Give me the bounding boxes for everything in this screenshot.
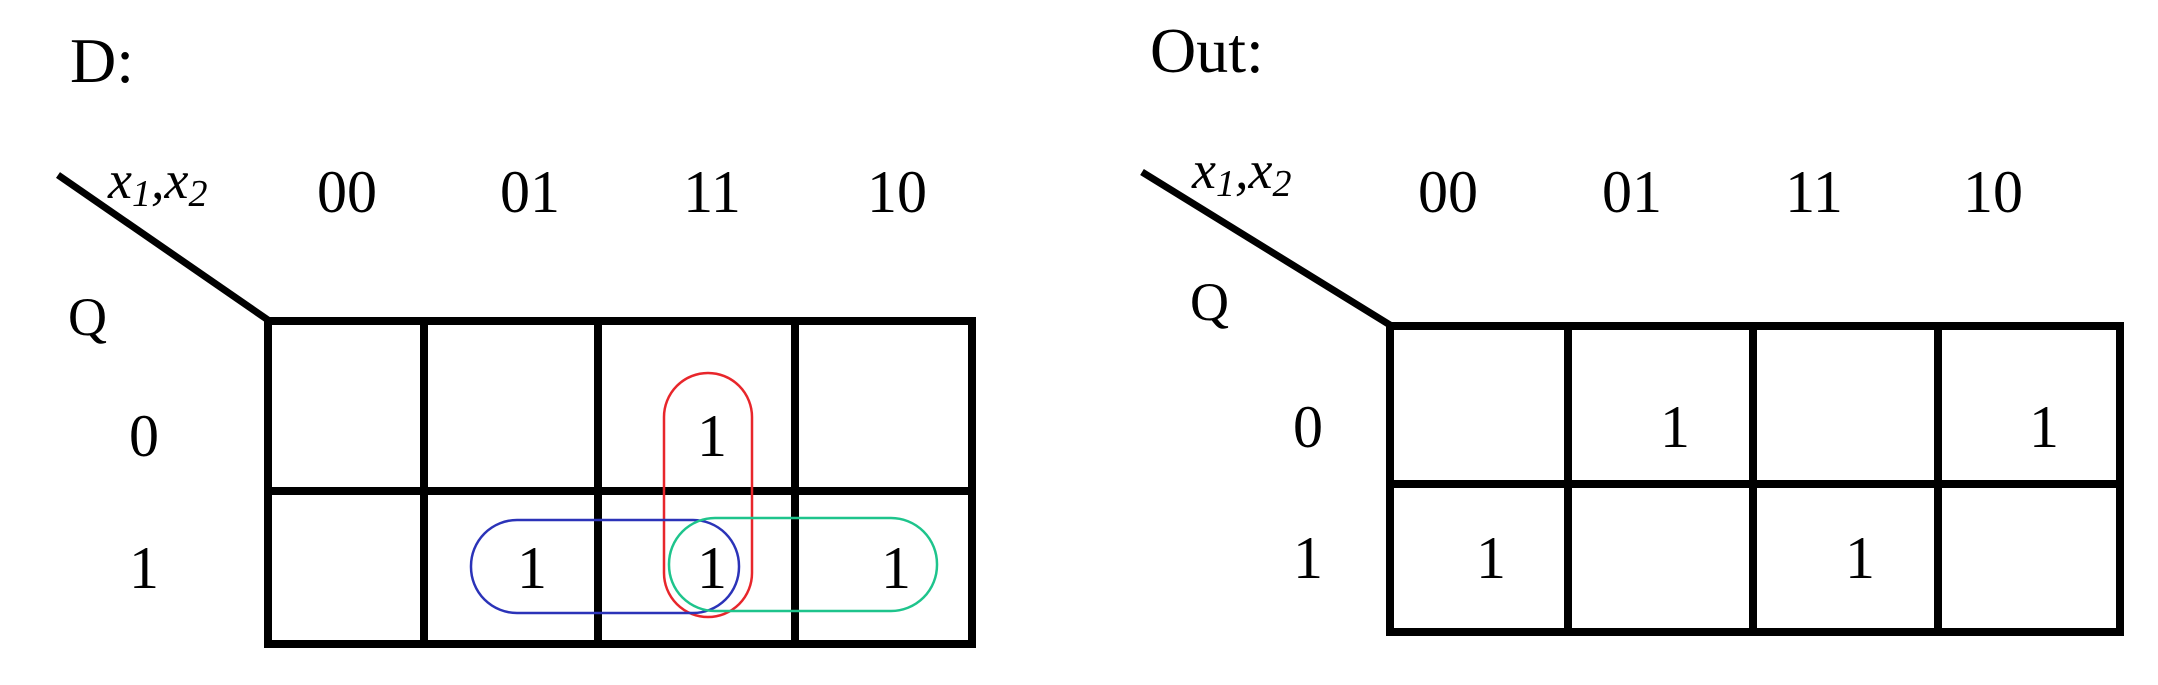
kmap-d-blue-group-loop [469, 518, 741, 615]
kmap-out-var-sep: , [1235, 140, 1249, 200]
kmap-out-var-x1: x [1191, 140, 1216, 200]
kmap-out-var-x2: x [1247, 140, 1272, 200]
kmap-out-col-code-00: 00 [1418, 159, 1478, 225]
kmap-out-var-x2-sub: 2 [1272, 163, 1291, 205]
kmap-out-var-x1-sub: 1 [1216, 163, 1235, 205]
kmap-out: Out: x1,x2 Q 00 01 11 10 0 1 1 1 1 1 [1140, 15, 2124, 636]
kmap-d-corner-diagonal [56, 172, 270, 323]
kmap-d-column-variables: x1,x2 [107, 150, 207, 215]
kmap-d-row-code-1: 1 [129, 535, 159, 601]
kmap-out-col-code-11: 11 [1785, 159, 1843, 225]
kmap-out-cell-q1-00: 1 [1476, 525, 1506, 591]
kmap-out-cell-q0-10: 1 [2029, 394, 2059, 460]
kmap-d-row-variable: Q [68, 287, 107, 347]
kmap-d-col-code-10: 10 [867, 159, 927, 225]
kmap-d-col-code-00: 00 [317, 159, 377, 225]
kmap-d-cell-q1-01: 1 [517, 535, 547, 601]
kmap-d-row-code-0: 0 [129, 403, 159, 469]
kmap-out-title: Out: [1150, 15, 1264, 86]
kmap-d-col-code-11: 11 [683, 159, 741, 225]
kmap-d-var-x1-sub: 1 [132, 173, 151, 215]
kmap-out-row-code-0: 0 [1293, 394, 1323, 460]
kmap-out-cell-q1-11: 1 [1845, 525, 1875, 591]
kmap-out-column-variables: x1,x2 [1191, 140, 1291, 205]
kmap-d-cell-q0-11: 1 [697, 403, 727, 469]
kmap-d-grid [264, 317, 976, 648]
kmap-d-var-x2: x [163, 150, 188, 210]
kmap-d-var-sep: , [151, 150, 165, 210]
kmap-d: D: x1,x2 Q 00 01 11 10 0 1 1 1 1 1 [56, 25, 976, 648]
kmap-d-cell-q1-11: 1 [697, 535, 727, 601]
kmap-d-col-code-01: 01 [500, 159, 560, 225]
kmap-out-row-code-1: 1 [1293, 525, 1323, 591]
kmap-out-cell-q0-01: 1 [1660, 394, 1690, 460]
kmap-d-green-group-loop [667, 516, 939, 613]
kmap-out-col-code-01: 01 [1602, 159, 1662, 225]
kmap-d-cell-q1-10: 1 [881, 535, 911, 601]
kmap-d-var-x2-sub: 2 [188, 173, 207, 215]
kmap-out-grid [1386, 322, 2124, 636]
kmap-out-row-variable: Q [1190, 272, 1229, 332]
kmap-out-corner-diagonal [1140, 169, 1392, 328]
kmap-out-col-code-10: 10 [1963, 159, 2023, 225]
kmap-d-var-x1: x [107, 150, 132, 210]
kmap-d-red-group-loop [662, 371, 754, 619]
kmap-d-title: D: [70, 25, 134, 96]
